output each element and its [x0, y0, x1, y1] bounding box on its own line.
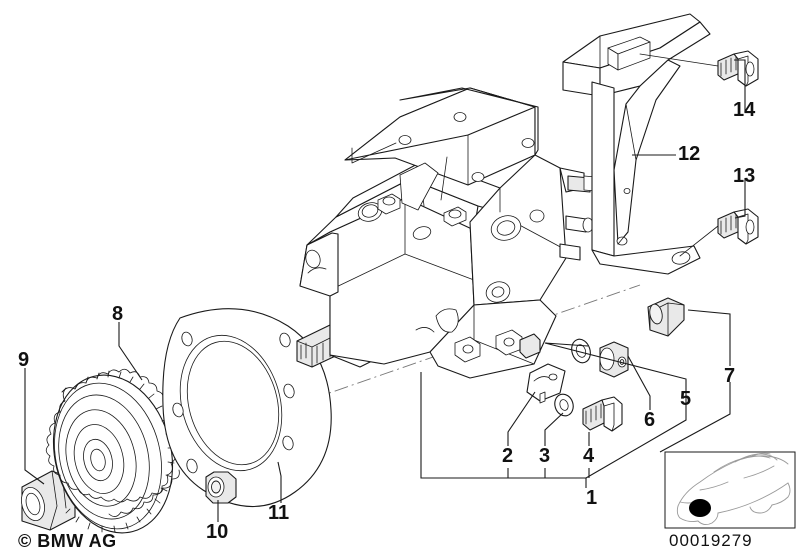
callout-10[interactable]: 10: [206, 521, 229, 543]
callout-1[interactable]: 1: [586, 487, 598, 509]
part-12-support-bracket: [562, 13, 711, 275]
callout-4[interactable]: 4: [583, 445, 595, 467]
copyright-notice: © BMW AG: [18, 531, 117, 551]
callout-12[interactable]: 12: [678, 143, 701, 165]
part-13-bracket-bolt-lower: [717, 208, 759, 245]
callout-13[interactable]: 13: [733, 165, 756, 187]
part-8-drive-gear: [45, 368, 180, 534]
callout-7[interactable]: 7: [724, 365, 736, 387]
location-marker-dot: [689, 499, 711, 517]
callout-11[interactable]: 11: [268, 502, 290, 524]
part-14-bracket-bolt-upper: [717, 50, 759, 87]
part-5-sealing-ring: [571, 338, 591, 364]
callout-2[interactable]: 2: [502, 445, 514, 467]
part-7-cap-nut: [647, 297, 685, 337]
callout-14[interactable]: 14: [733, 99, 756, 121]
part-9-sleeve: [21, 470, 76, 531]
callout-6[interactable]: 6: [644, 409, 656, 431]
part-6-bushing: [599, 341, 629, 378]
part-1-injection-pump-body: [296, 87, 597, 379]
callout-3[interactable]: 3: [539, 445, 551, 467]
diagram-number: 00019279: [669, 531, 753, 550]
callout-leader-lines: [24, 59, 746, 522]
callout-5[interactable]: 5: [680, 388, 692, 410]
vehicle-locator-inset: [664, 451, 796, 529]
callout-9[interactable]: 9: [18, 349, 30, 371]
part-2-retaining-plate: [526, 363, 566, 404]
part-4-hex-bolt: [582, 396, 623, 432]
bolt-alignment-lines: [639, 53, 719, 257]
part-11-gasket: [162, 308, 332, 508]
part-10-collar-nut: [205, 471, 237, 504]
car-outline-icon: [676, 452, 791, 526]
part-3-washer: [554, 393, 574, 417]
callout-8[interactable]: 8: [112, 303, 124, 325]
